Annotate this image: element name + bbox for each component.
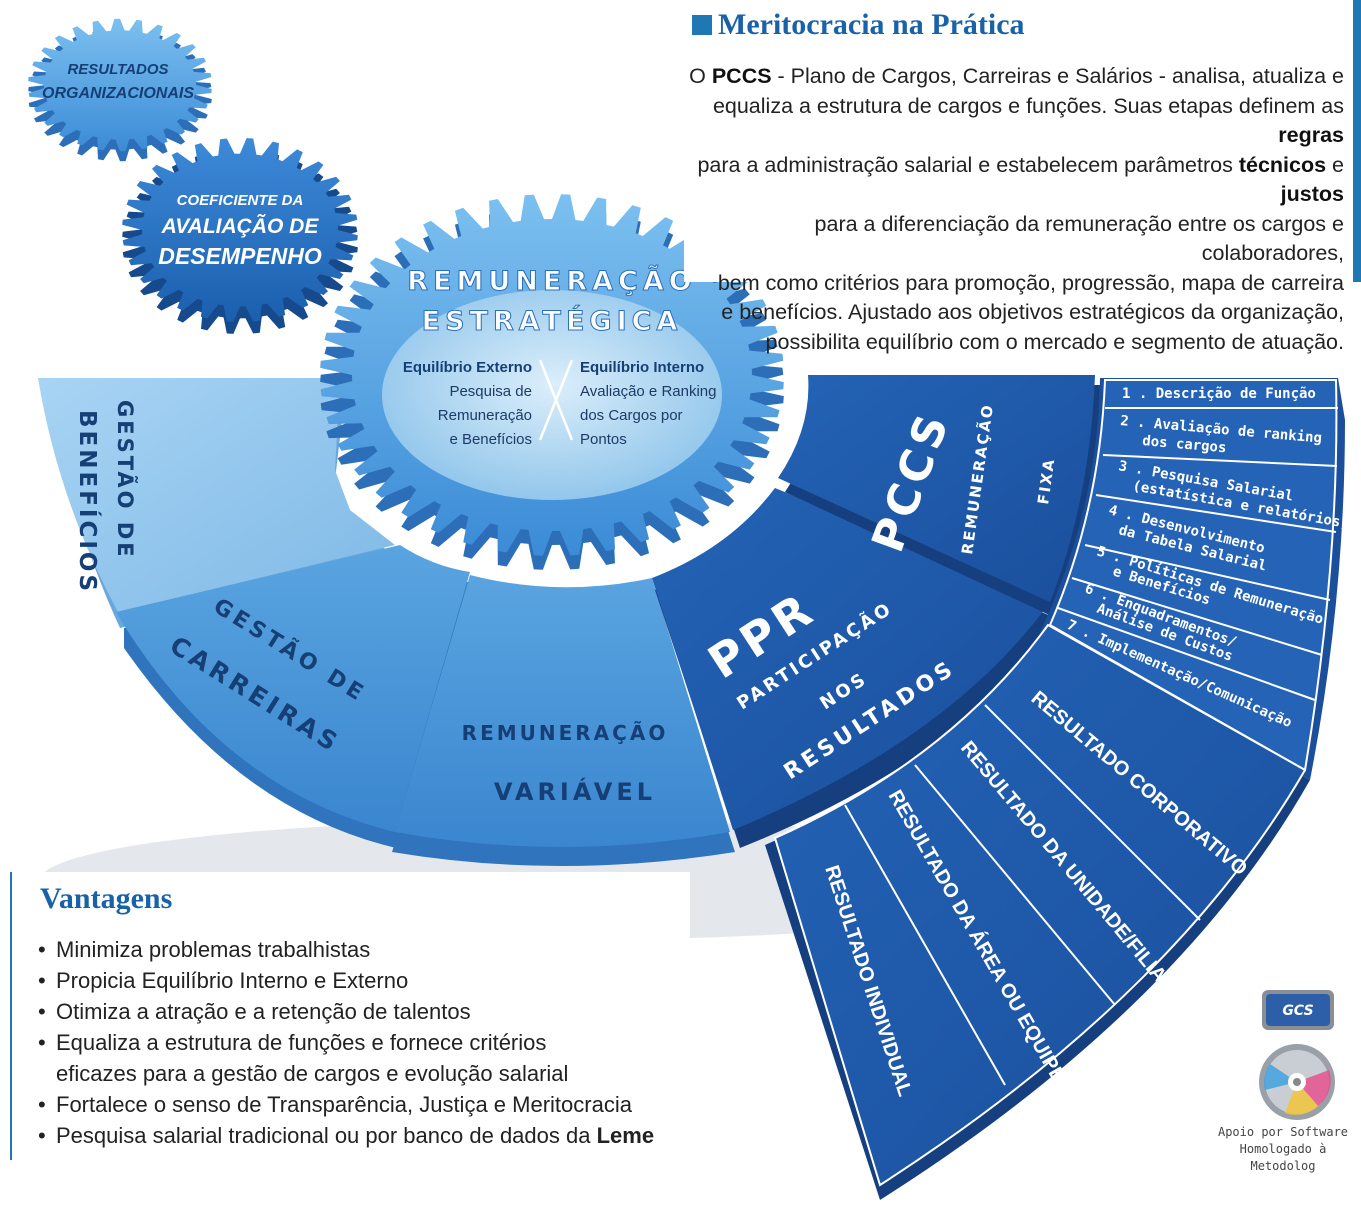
- internal-line2: dos Cargos por: [580, 407, 683, 424]
- result-divider: [844, 804, 1006, 1086]
- info-bold: técnicos: [1238, 152, 1327, 177]
- main-gear-labels: REMUNERAÇÃO ESTRATÉGICA Equilíbrio Exter…: [403, 265, 717, 449]
- result-divider: [984, 704, 1201, 921]
- software-caption: Apoio por Software Homologado à Metodolo…: [1205, 1124, 1361, 1175]
- main-title-2: ESTRATÉGICA: [422, 305, 683, 337]
- segment-pccs: PCCS REMUNERAÇÃO FIXA: [778, 375, 1100, 620]
- variavel-line2: VARIÁVEL: [494, 777, 656, 806]
- advantages-list: Minimiza problemas trabalhistas Propicia…: [38, 934, 654, 1151]
- info-bold: justos: [1280, 182, 1344, 206]
- info-body: O PCCS - Plano de Cargos, Carreiras e Sa…: [684, 62, 1344, 357]
- beneficios-line1: GESTÃO DE: [113, 400, 138, 560]
- external-title: Equilíbrio Externo: [403, 359, 532, 376]
- software-line2: Homologado à Metodolog: [1239, 1142, 1327, 1173]
- step-divider: [1102, 454, 1338, 467]
- info-line-1: O PCCS - Plano de Cargos, Carreiras e Sa…: [684, 62, 1344, 92]
- gear-coeficiente: [122, 138, 358, 334]
- info-panel: Meritocracia na Prática O PCCS - Plano d…: [684, 0, 1344, 354]
- info-line-6: e benefícios. Ajustado aos objetivos est…: [721, 300, 1344, 324]
- advantages-title: Vantagens: [40, 882, 173, 915]
- advantage-bold: Leme: [596, 1123, 655, 1148]
- result-divider: [914, 764, 1116, 1006]
- info-line-2: equaliza a estrutura de cargos e funções…: [684, 92, 1344, 151]
- internal-line1: Avaliação e Ranking: [580, 383, 716, 400]
- info-text: O: [689, 64, 712, 88]
- info-text: - Plano de Cargos, Carreiras e Salários …: [771, 64, 1344, 88]
- step-divider: [1057, 607, 1316, 701]
- gear-coeficiente-label: COEFICIENTE DA AVALIAÇÃO DE DESEMPENHO: [158, 192, 322, 269]
- info-text: e: [1326, 152, 1344, 177]
- gear-face: [122, 138, 358, 322]
- advantage-item: Minimiza problemas trabalhistas: [38, 934, 654, 965]
- info-accent-bar: [1353, 0, 1361, 282]
- segment-ppr: PPR PARTICIPAÇÃO NOS RESULTADOS: [652, 488, 1060, 848]
- pccs-steps-fan: 1 . Descrição de Função 2 . Avaliação de…: [1040, 378, 1350, 780]
- beneficios-line2: BENEFÍCIOS: [74, 410, 102, 594]
- info-title: Meritocracia na Prática: [718, 8, 1025, 41]
- info-line-7: possibilita equilíbrio com o mercado e s…: [765, 329, 1344, 354]
- internal-line3: Pontos: [580, 431, 627, 448]
- info-title-row: Meritocracia na Prática: [692, 8, 1025, 42]
- external-line3: e Benefícios: [449, 431, 532, 448]
- segment-remuneracao-variavel: REMUNERAÇÃO VARIÁVEL: [392, 575, 735, 866]
- advantage-item: Fortalece o senso de Transparência, Just…: [38, 1089, 654, 1120]
- cd-icon: [1259, 1044, 1335, 1120]
- step-divider: [1095, 494, 1337, 533]
- info-bold: PCCS: [711, 64, 772, 88]
- info-line-4: para a diferenciação da remuneração entr…: [814, 211, 1344, 266]
- external-line1: Pesquisa de: [449, 383, 532, 400]
- coeficiente-line2: AVALIAÇÃO DE: [161, 215, 320, 238]
- software-line1: Apoio por Software: [1217, 1125, 1349, 1139]
- advantage-item: Pesquisa salarial tradicional ou por ban…: [38, 1120, 654, 1151]
- variavel-line1: REMUNERAÇÃO: [462, 721, 669, 745]
- main-title-1: REMUNERAÇÃO: [407, 265, 696, 297]
- gcs-logo-text: GCS: [1282, 1003, 1313, 1019]
- info-text: equaliza a estrutura de cargos e funções…: [712, 93, 1344, 118]
- step-divider: [1071, 577, 1323, 656]
- advantage-item: Otimiza a atração e a retenção de talent…: [38, 996, 654, 1027]
- gear-resultados-label: RESULTADOS ORGANIZACIONAIS: [42, 61, 194, 102]
- advantage-text: Pesquisa salarial tradicional ou por ban…: [56, 1123, 597, 1148]
- step-1: 1 . Descrição de Função: [1122, 386, 1316, 402]
- advantage-item: Propicia Equilíbrio Interno e Externo: [38, 965, 654, 996]
- info-text: para a administração salarial e estabele…: [697, 152, 1239, 177]
- resultados-line1: RESULTADOS: [67, 61, 168, 78]
- ppr-results-fan: RESULTADO CORPORATIVO RESULTADO DA UNIDA…: [765, 623, 1310, 1200]
- title-square-icon: [692, 15, 712, 35]
- external-line2: Remuneração: [438, 407, 532, 424]
- coeficiente-line1: COEFICIENTE DA: [177, 192, 304, 209]
- gcs-logo: GCS: [1262, 990, 1334, 1030]
- divider-x-2: [538, 359, 574, 441]
- info-line-5: bem como critérios para promoção, progre…: [717, 270, 1344, 295]
- coeficiente-line3: DESEMPENHO: [158, 243, 322, 269]
- info-line-3: para a administração salarial e estabele…: [684, 151, 1344, 210]
- step-2-cont: dos cargos: [1142, 433, 1227, 456]
- step-divider: [1084, 544, 1331, 601]
- resultados-line2: ORGANIZACIONAIS: [42, 85, 194, 102]
- advantage-item: Equaliza a estrutura de funções e fornec…: [38, 1027, 654, 1058]
- internal-title: Equilíbrio Interno: [580, 359, 704, 376]
- gear-hub: [382, 290, 722, 500]
- gear-face: [28, 18, 212, 152]
- gear-resultados: [28, 18, 212, 162]
- advantages-panel: Vantagens Minimiza problemas trabalhista…: [12, 872, 690, 1160]
- advantage-item-cont: eficazes para a gestão de cargos e evolu…: [56, 1061, 569, 1086]
- info-bold: regras: [1278, 123, 1344, 147]
